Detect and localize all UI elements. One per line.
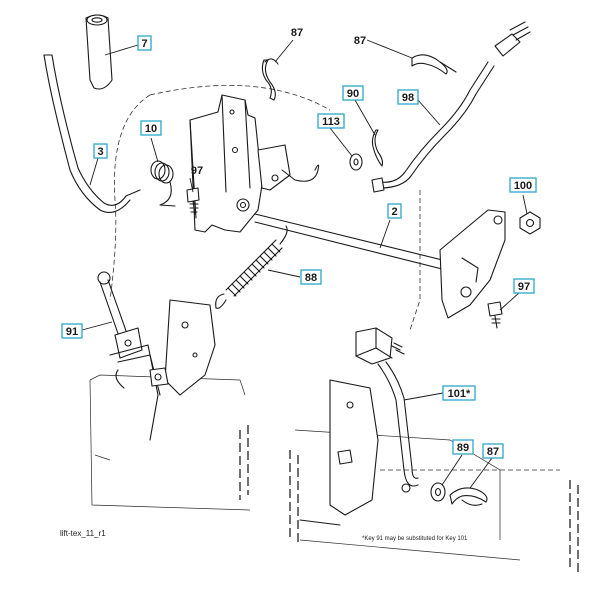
svg-text:97: 97	[191, 165, 203, 177]
extension-spring	[215, 225, 288, 309]
lift-handle-rod	[43, 54, 141, 213]
svg-text:87: 87	[291, 27, 303, 39]
washer-89	[430, 482, 446, 502]
lift-link-101	[355, 327, 419, 493]
svg-text:3: 3	[97, 146, 103, 158]
callout-87-top: 87	[291, 27, 303, 39]
callout-87-lower-right: 87	[482, 443, 504, 459]
svg-text:89: 89	[457, 442, 469, 454]
svg-text:87: 87	[487, 446, 499, 458]
svg-text:91: 91	[66, 326, 78, 338]
lift-shaft	[254, 213, 476, 277]
callout-88: 88	[300, 269, 322, 285]
callout-2: 2	[387, 203, 402, 219]
callout-113: 113	[317, 113, 345, 129]
svg-text:2: 2	[391, 206, 397, 218]
callout-100: 100	[509, 177, 537, 193]
callout-3: 3	[93, 143, 108, 159]
callout-101: 101*	[442, 385, 476, 401]
hairpin-clip-small	[371, 129, 384, 167]
svg-text:88: 88	[305, 272, 317, 284]
svg-text:7: 7	[141, 38, 147, 50]
svg-text:90: 90	[347, 88, 359, 100]
lift-arm-right	[439, 209, 506, 319]
mount-bracket	[189, 94, 320, 233]
callout-90: 90	[342, 85, 364, 101]
svg-text:97: 97	[518, 281, 530, 293]
callout-7: 7	[137, 35, 152, 51]
svg-text:101*: 101*	[448, 388, 471, 400]
callout-10: 10	[140, 120, 162, 136]
hairpin-clip-lower-right	[449, 487, 488, 506]
washer-113	[349, 153, 363, 171]
bolt-right	[487, 301, 503, 329]
upper-rod	[371, 21, 531, 193]
svg-text:100: 100	[514, 180, 532, 192]
callout-91: 91	[61, 323, 83, 339]
callout-87-upper-right: 87	[354, 35, 366, 47]
bolt-upper	[186, 187, 200, 215]
hairpin-clip-upper-right	[411, 54, 457, 75]
svg-text:87: 87	[354, 35, 366, 47]
figure-id-label: lift-tex_11_r1	[60, 529, 106, 538]
bracket-lower-left	[109, 299, 216, 441]
callout-97-right: 97	[513, 278, 535, 294]
callout-98: 98	[397, 89, 419, 105]
bracket-lower-right	[299, 379, 379, 526]
lift-link-91	[97, 271, 143, 359]
svg-text:98: 98	[402, 92, 414, 104]
torsion-spring	[150, 160, 176, 207]
callout-97-upper: 97	[191, 165, 203, 177]
svg-text:113: 113	[322, 116, 340, 128]
nut	[519, 211, 541, 235]
hairpin-clip-top	[261, 58, 279, 101]
footnote: *Key 91 may be substituted for Key 101	[362, 536, 468, 542]
leader-lines	[81, 39, 528, 489]
svg-text:10: 10	[145, 123, 157, 135]
grip-part	[85, 14, 113, 90]
callout-89: 89	[452, 439, 474, 455]
background-outlines	[89, 85, 579, 575]
